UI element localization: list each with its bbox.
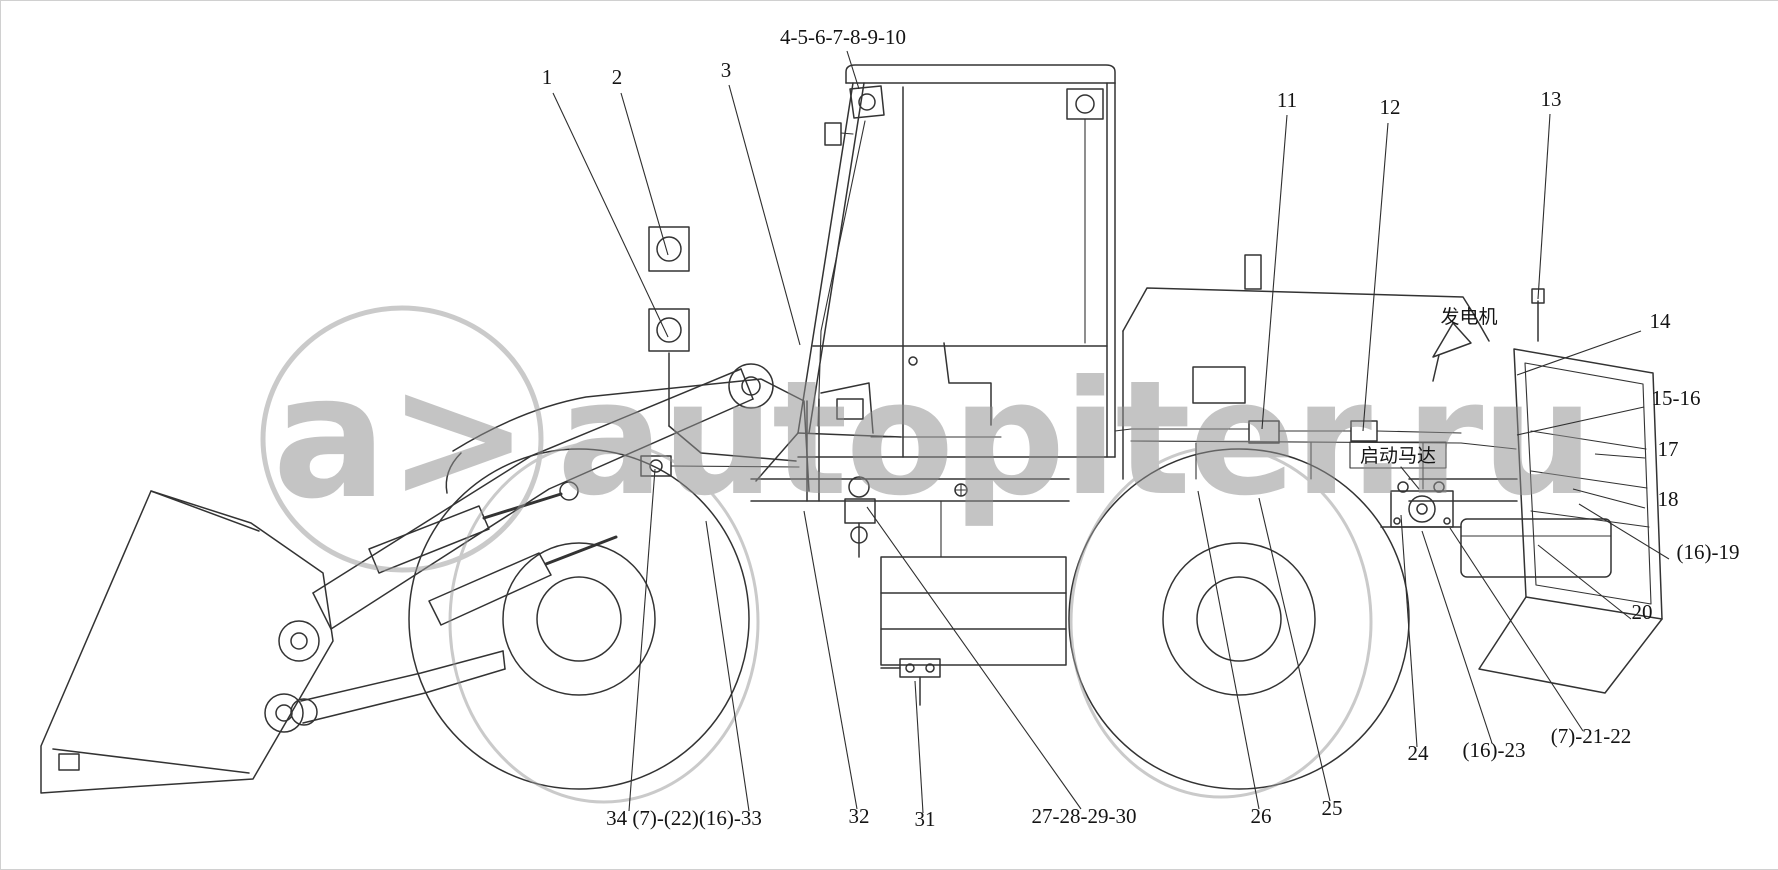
callout-label-25: 25 [1322, 796, 1343, 820]
callout-label-16-19: (16)-19 [1677, 540, 1740, 564]
leader-callout-2 [620, 92, 669, 256]
mid-chassis [750, 476, 1518, 706]
leader-callout-25 [1258, 497, 1331, 802]
callout-label-20: 20 [1632, 600, 1653, 624]
callout-label-32: 32 [849, 804, 870, 828]
leader-callout-12 [1362, 122, 1389, 432]
leader-callout-34 [628, 468, 656, 812]
callout-label-16-23: (16)-23 [1463, 738, 1526, 762]
generator-label: 发电机 [1440, 306, 1497, 328]
callout-label-18: 18 [1658, 487, 1679, 511]
bucket [40, 490, 334, 794]
leader-callout-4-10 [846, 50, 860, 90]
front-wheel [408, 448, 750, 790]
machine-art [40, 64, 1663, 794]
watermark-logo: a> [272, 339, 529, 537]
leader-callout-11 [1261, 114, 1288, 430]
callout-label-17: 17 [1658, 437, 1679, 461]
callout-label-1: 1 [542, 65, 553, 89]
callout-label-7-21-22: (7)-21-22 [1551, 724, 1631, 748]
watermark-front-ring [448, 440, 760, 804]
leader-callout-17 [1594, 453, 1646, 459]
wiring-harness [1114, 428, 1517, 490]
callout-label-12: 12 [1380, 95, 1401, 119]
leader-callout-15-16 [1516, 406, 1645, 436]
starter-motor-label: 启动马达 [1360, 445, 1436, 467]
leader-callout-32 [803, 510, 858, 810]
leader-callout-24 [1400, 514, 1418, 748]
leader-callout-31 [914, 680, 924, 814]
callout-label-24: 24 [1408, 741, 1430, 765]
callout-label-2: 2 [612, 65, 623, 89]
callout-label-33-34: 34 (7)-(22)(16)-33 [606, 806, 762, 830]
leader-callout-7-21-22 [1449, 527, 1584, 732]
leader-callout-26 [1197, 490, 1260, 810]
leader-callout-20 [1537, 544, 1632, 620]
front-frame [445, 226, 820, 502]
callout-label-3: 3 [721, 58, 732, 82]
callout-labels: 1 2 3 4-5-6-7-8-9-10 11 12 13 14 15-16 1… [542, 25, 1740, 831]
watermark-site-text: autopiter.ru [557, 347, 1592, 531]
callout-label-27-30: 27-28-29-30 [1032, 804, 1137, 828]
leader-callout-3 [728, 84, 801, 346]
leader-callout-13 [1537, 113, 1551, 300]
watermark: a> autopiter.ru [260, 305, 1594, 804]
leader-callout-18 [1572, 488, 1646, 509]
callout-label-15-16: 15-16 [1652, 386, 1701, 410]
watermark-logo-ring [260, 305, 544, 573]
cab [755, 64, 1116, 482]
leader-callout-16-23 [1421, 530, 1493, 744]
leader-callout-27-30 [866, 506, 1082, 810]
leader-callout-33 [705, 520, 750, 812]
leader-lines [552, 50, 1670, 814]
leader-callout-16-19 [1578, 503, 1670, 560]
callout-label-4-10: 4-5-6-7-8-9-10 [780, 25, 906, 49]
callout-label-13: 13 [1541, 87, 1562, 111]
callout-label-31: 31 [915, 807, 936, 831]
watermark-rear-ring [1069, 445, 1373, 799]
callout-label-26: 26 [1251, 804, 1272, 828]
rear-body [1122, 254, 1663, 694]
callout-label-14: 14 [1650, 309, 1672, 333]
leader-callout-1 [552, 92, 669, 338]
callout-label-11: 11 [1277, 88, 1297, 112]
leader-callout-14 [1516, 330, 1642, 376]
